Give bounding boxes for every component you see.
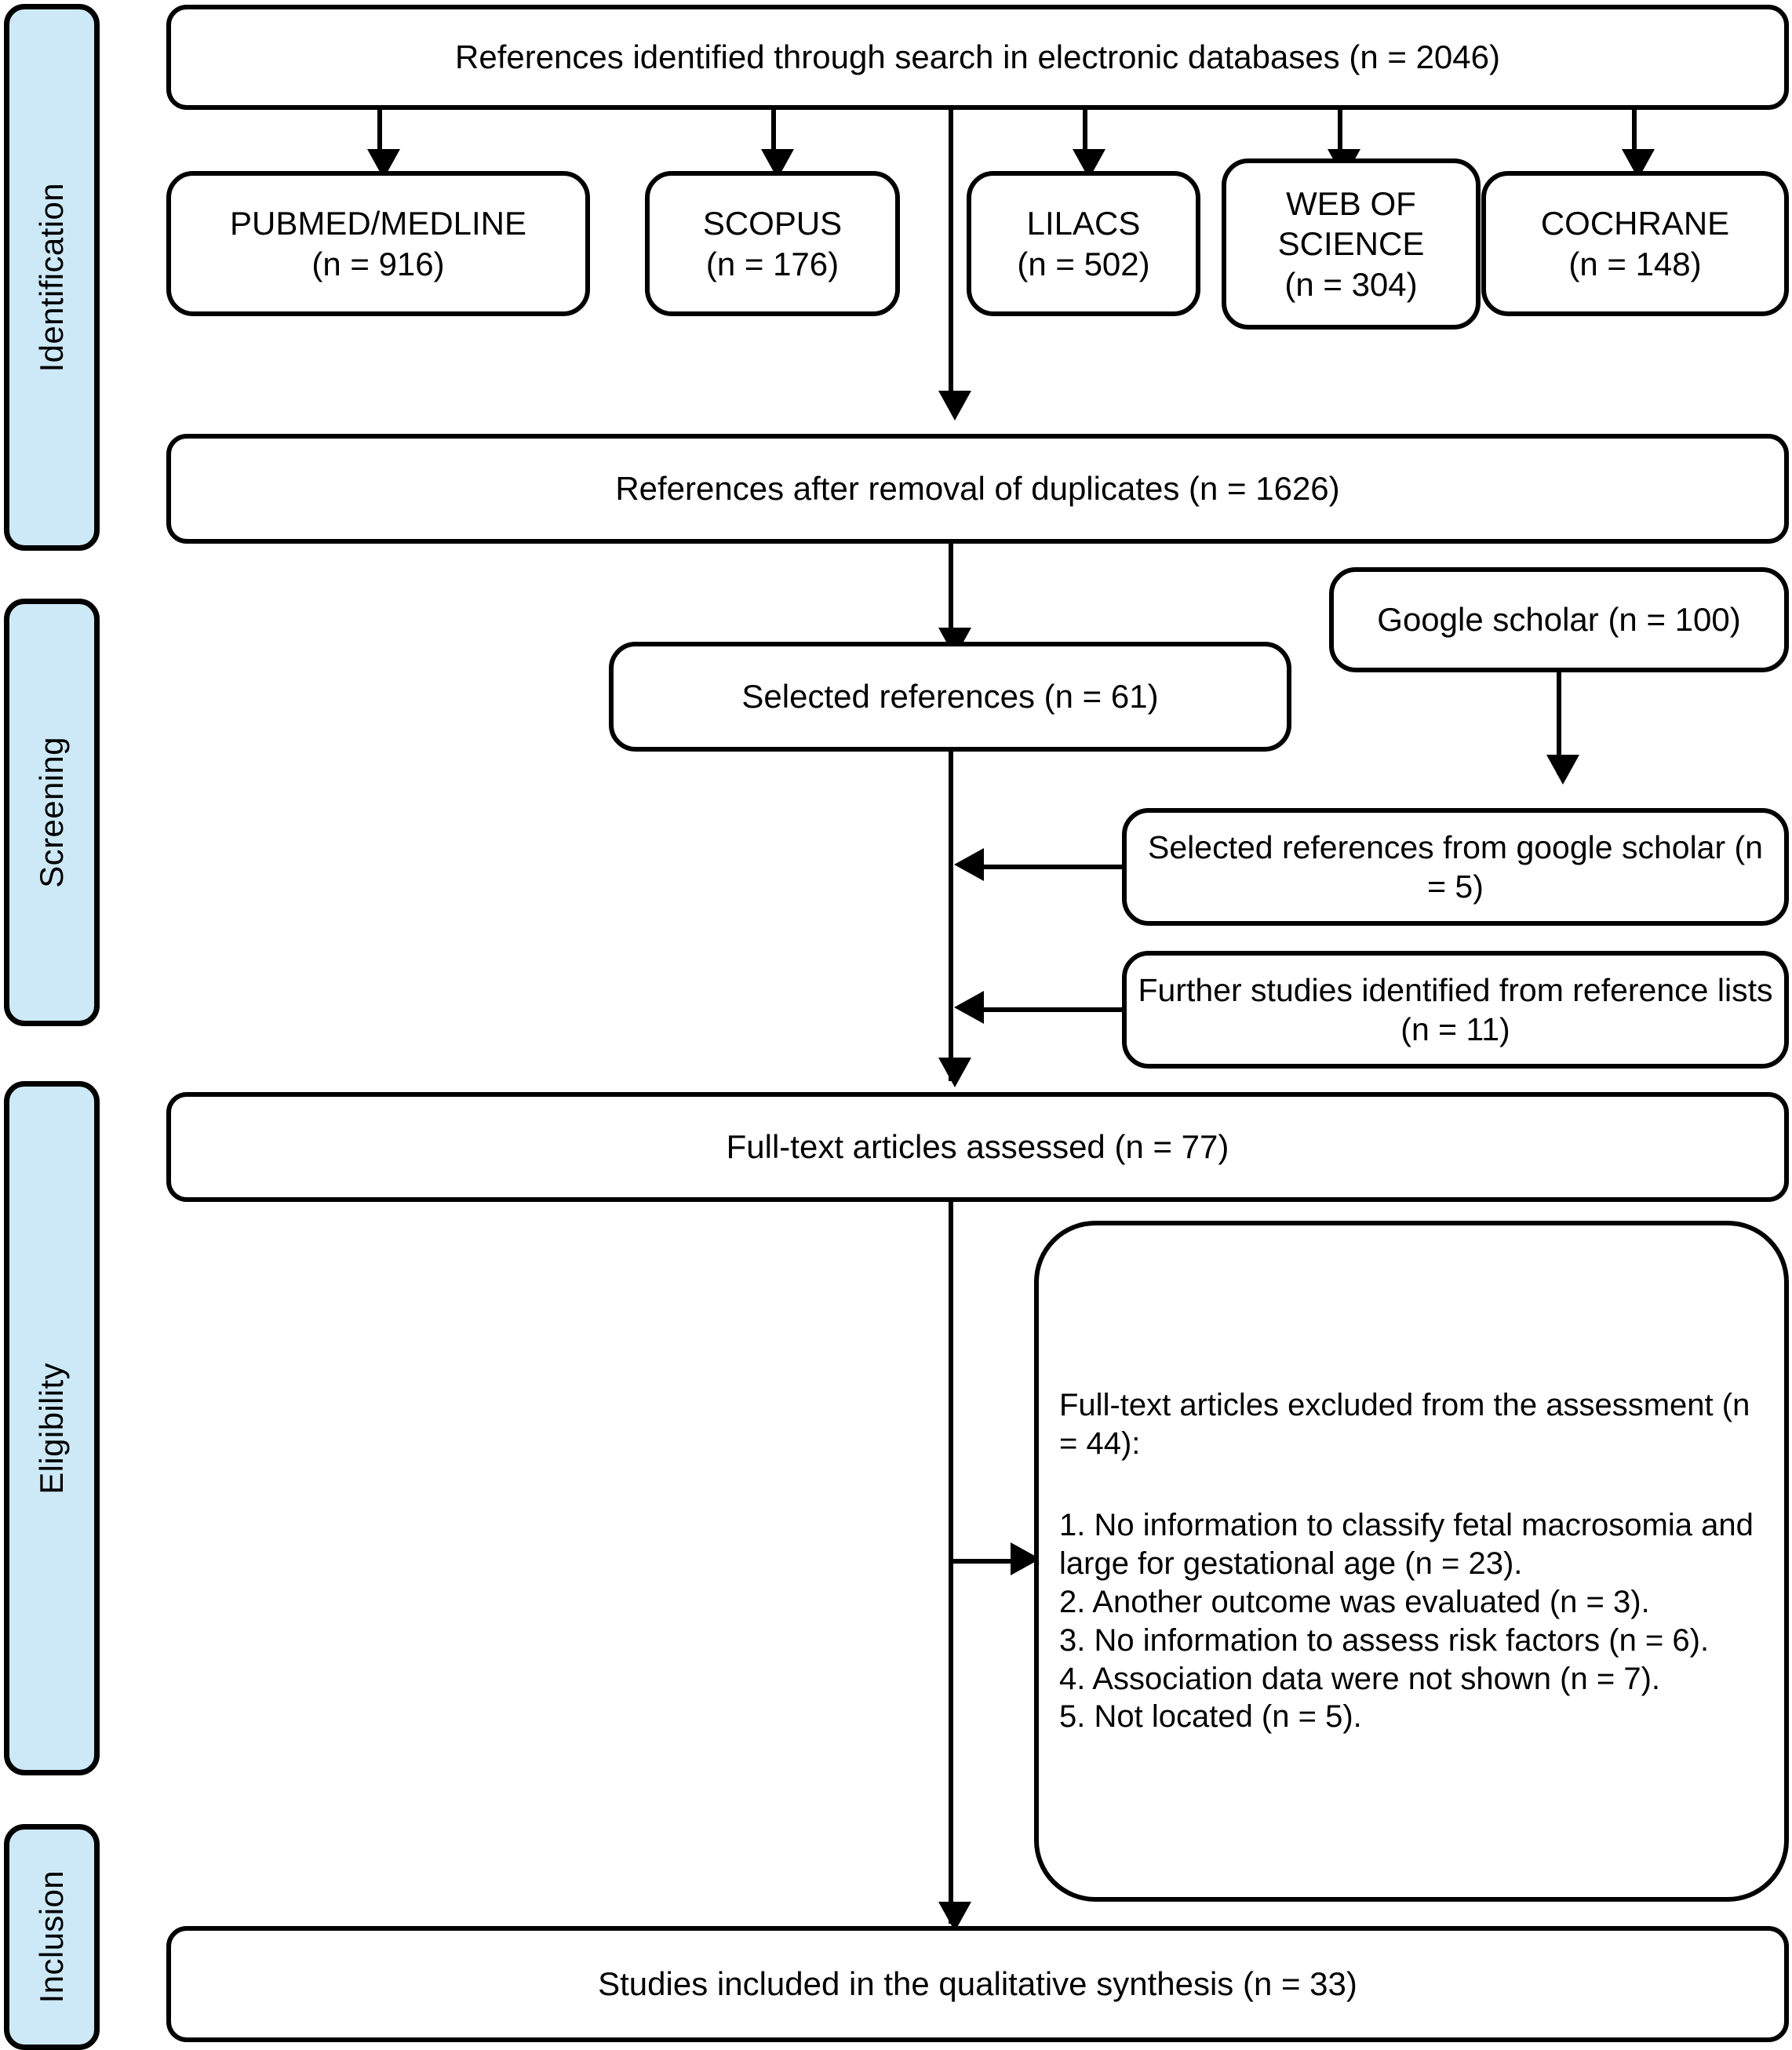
connector-scholar-to-selected-scholar — [1557, 672, 1561, 774]
node-google-scholar: Google scholar (n = 100) — [1329, 567, 1789, 672]
connector-to-scopus — [771, 110, 776, 154]
connector-to-lilacs — [1083, 110, 1087, 154]
stage-label-identification: Identification — [4, 4, 100, 551]
connector-to-pubmed — [377, 110, 382, 154]
exclusion-reason-list: 1. No information to classify fetal macr… — [1059, 1506, 1764, 1736]
node-text: References identified through search in … — [455, 38, 1500, 76]
node-text: Selected references from google scholar … — [1148, 828, 1763, 905]
exclusion-content: Full-text articles excluded from the ass… — [1039, 1386, 1784, 1736]
stage-label-text: Inclusion — [33, 1870, 70, 2004]
node-records-identified: References identified through search in … — [166, 5, 1789, 110]
connector-trunk-to-exclusions — [949, 1559, 1021, 1564]
node-text: Studies included in the qualitative synt… — [598, 1965, 1357, 2003]
arrowhead-scholar-to-selected-scholar — [1546, 755, 1579, 785]
connector-scholar-into-trunk — [982, 865, 1124, 869]
node-selected-from-google-scholar: Selected references from google scholar … — [1122, 808, 1789, 926]
exclusion-spacer — [1059, 1462, 1764, 1506]
node-fulltext-excluded: Full-text articles excluded from the ass… — [1034, 1221, 1789, 1902]
node-further-studies: Further studies identified from referenc… — [1122, 951, 1789, 1069]
node-text: Further studies identified from referenc… — [1138, 971, 1773, 1047]
exclusion-reason-5: 5. Not located (n = 5). — [1059, 1699, 1362, 1735]
node-text: Full-text articles assessed (n = 77) — [726, 1128, 1229, 1166]
node-text: References after removal of duplicates (… — [615, 470, 1340, 508]
arrowhead-after-duplicates — [938, 391, 971, 421]
connector-to-cochrane — [1632, 110, 1637, 154]
arrowhead-to-fulltext — [938, 1058, 971, 1087]
database-name: PUBMED/MEDLINE — [229, 205, 527, 242]
exclusion-reason-4: 4. Association data were not shown (n = … — [1059, 1661, 1660, 1696]
node-database-pubmed: PUBMED/MEDLINE (n = 916) — [166, 171, 590, 316]
node-text: Selected references (n = 61) — [741, 678, 1159, 715]
database-count: (n = 304) — [1284, 265, 1418, 303]
exclusion-reason-1: 1. No information to classify fetal macr… — [1059, 1508, 1754, 1582]
database-name: COCHRANE — [1540, 205, 1730, 242]
node-after-duplicates: References after removal of duplicates (… — [166, 434, 1789, 544]
database-name: SCOPUS — [702, 205, 843, 242]
connector-main-trunk-top — [949, 110, 953, 408]
stage-label-screening: Screening — [4, 599, 100, 1026]
stage-label-text: Screening — [33, 737, 70, 888]
stage-label-text: Eligibility — [33, 1362, 70, 1495]
exclusion-reason-3: 3. No information to assess risk factors… — [1059, 1622, 1710, 1658]
node-text: SCOPUS (n = 176) — [650, 203, 895, 283]
arrowhead-further-into-trunk — [954, 991, 984, 1024]
node-database-lilacs: LILACS (n = 502) — [967, 171, 1200, 316]
database-count: (n = 916) — [311, 245, 445, 282]
database-count: (n = 148) — [1568, 245, 1702, 282]
database-name: WEB OF SCIENCE — [1277, 185, 1425, 263]
node-database-web-of-science: WEB OF SCIENCE (n = 304) — [1222, 158, 1481, 330]
node-selected-references: Selected references (n = 61) — [609, 642, 1291, 752]
connector-trunk-to-fulltext — [949, 752, 953, 1081]
node-text: PUBMED/MEDLINE (n = 916) — [171, 203, 585, 283]
stage-label-eligibility: Eligibility — [4, 1081, 100, 1775]
node-text: WEB OF SCIENCE (n = 304) — [1226, 184, 1476, 304]
node-studies-included: Studies included in the qualitative synt… — [166, 1926, 1789, 2042]
connector-to-wos — [1338, 110, 1342, 154]
arrowhead-scholar-into-trunk — [954, 848, 984, 881]
connector-further-into-trunk — [982, 1007, 1124, 1012]
node-text: Google scholar (n = 100) — [1377, 601, 1741, 639]
database-name: LILACS — [1026, 205, 1141, 242]
connector-to-selected-references — [949, 544, 953, 646]
exclusion-title: Full-text articles excluded from the ass… — [1059, 1387, 1750, 1461]
database-count: (n = 176) — [705, 245, 840, 282]
node-text: LILACS (n = 502) — [971, 203, 1196, 283]
node-database-cochrane: COCHRANE (n = 148) — [1481, 171, 1789, 316]
database-count: (n = 502) — [1017, 245, 1150, 282]
stage-label-text: Identification — [33, 182, 70, 373]
stage-label-inclusion: Inclusion — [4, 1824, 100, 2050]
node-database-scopus: SCOPUS (n = 176) — [645, 171, 900, 316]
exclusion-reason-2: 2. Another outcome was evaluated (n = 3)… — [1059, 1585, 1650, 1619]
node-text: COCHRANE (n = 148) — [1486, 203, 1784, 283]
node-fulltext-assessed: Full-text articles assessed (n = 77) — [166, 1092, 1789, 1202]
